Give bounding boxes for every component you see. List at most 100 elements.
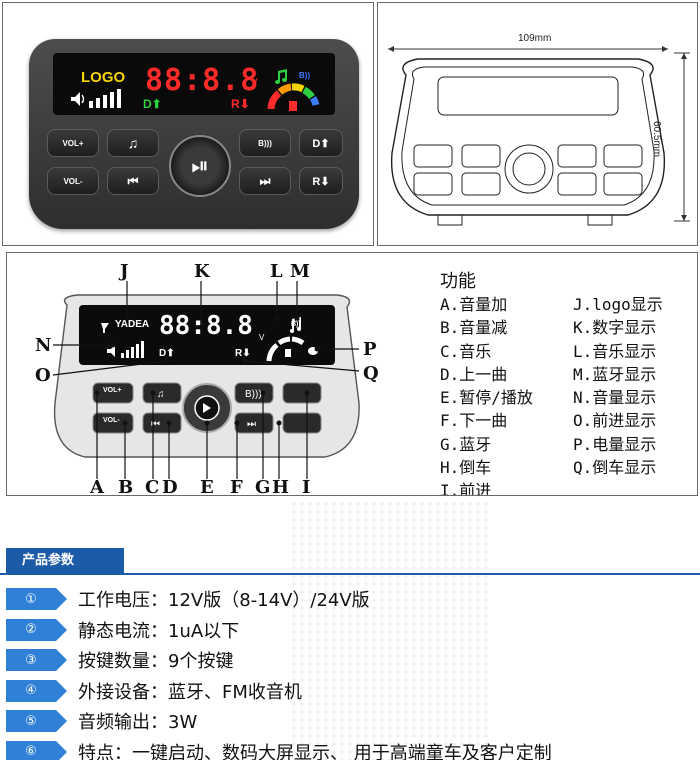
diagram-vol-plus-label: VOL+ xyxy=(103,387,122,394)
svg-text:♫: ♫ xyxy=(157,389,165,400)
legend-item: B.音量减 xyxy=(440,318,508,338)
screen-digits: 88:8.8 xyxy=(145,63,260,98)
spec-text: 特点：一键启动、数码大屏显示、 用于高端童车及客户定制 xyxy=(78,742,552,760)
background-dot-pattern xyxy=(290,500,490,760)
spec-text: 按键数量：9个按键 xyxy=(78,651,234,673)
product-photo-panel: LOGO 88:8.8 V B)) D⬆ R⬇ xyxy=(2,2,374,246)
callout-n: N xyxy=(35,335,52,356)
callout-j: J xyxy=(120,261,129,282)
legend-item: H.倒车 xyxy=(440,458,492,478)
diagram-screen-volt: V xyxy=(259,333,265,342)
diagram-screen-brand: YADEA xyxy=(115,319,150,330)
svg-text:B))): B))) xyxy=(245,389,262,400)
svg-text:⏭: ⏭ xyxy=(247,419,256,430)
spec-number-badge: ③ xyxy=(6,649,67,672)
spec-row: ⑤ 音频输出：3W xyxy=(6,706,552,737)
device-body: LOGO 88:8.8 V B)) D⬆ R⬇ xyxy=(29,39,359,229)
spec-row: ③ 按键数量：9个按键 xyxy=(6,645,552,676)
legend-item: N.音量显示 xyxy=(573,388,657,408)
spec-number-badge: ④ xyxy=(6,679,67,702)
callout-f: F xyxy=(230,477,243,496)
callout-m: M xyxy=(290,261,310,282)
screen-bluetooth: B)) xyxy=(299,71,311,80)
callout-o: O xyxy=(35,365,51,386)
volume-bars-icon xyxy=(71,89,121,108)
legend-display-list: J.logo显示 K.数字显示 L.音乐显示 M.蓝牙显示 N.音量显示 O.前… xyxy=(573,291,663,477)
callout-q: Q xyxy=(363,363,379,384)
labelled-device-diagram: ♫ ⏮ B))) ⏭ xyxy=(52,281,360,479)
dimension-drawing-panel: 109mm 60.5mm xyxy=(377,2,698,246)
callout-i: I xyxy=(302,477,311,496)
callout-b: B xyxy=(118,477,134,496)
spec-number-badge: ⑤ xyxy=(6,710,67,733)
callout-c: C xyxy=(145,477,160,496)
callout-a: A xyxy=(90,477,104,496)
spec-number-badge: ② xyxy=(6,618,67,641)
screen-forward-indicator: D⬆ xyxy=(143,97,162,111)
legend-buttons-list: A.音量加 B.音量减 C.音乐 D.上一曲 E.暂停/播放 F.下一曲 G.蓝… xyxy=(440,291,533,496)
callout-g: G xyxy=(255,477,271,496)
legend-item: J.logo显示 xyxy=(573,295,663,314)
play-pause-button[interactable]: ⏯ xyxy=(169,135,231,197)
diagram-screen-bluetooth: B)) xyxy=(291,321,301,328)
spec-section-title: 产品参数 xyxy=(6,548,124,574)
prev-button[interactable]: ⏮ xyxy=(107,167,159,195)
spec-text: 工作电压：12V版（8-14V）/24V版 xyxy=(78,590,370,612)
screen-volt-unit: V xyxy=(251,77,258,88)
spec-section-header: 产品参数 xyxy=(0,548,700,575)
callout-p: P xyxy=(363,339,377,360)
legend-title: 功能 xyxy=(440,271,476,292)
function-legend-panel: ♫ ⏮ B))) ⏭ xyxy=(6,252,698,496)
callout-l: L xyxy=(270,261,283,282)
forward-button[interactable]: D⬆ xyxy=(299,129,343,157)
diagram-screen-forward: D⬆ xyxy=(159,348,175,359)
callout-k: K xyxy=(194,261,210,282)
legend-item: K.数字显示 xyxy=(573,318,657,338)
music-note-icon xyxy=(275,69,287,84)
spec-divider xyxy=(0,573,700,575)
legend-item: C.音乐 xyxy=(440,341,492,361)
svg-text:⏮: ⏮ xyxy=(151,419,160,430)
legend-item: D.上一曲 xyxy=(440,364,508,384)
spec-text: 外接设备：蓝牙、FM收音机 xyxy=(78,681,302,703)
legend-item: Q.倒车显示 xyxy=(573,458,657,478)
reverse-button[interactable]: R⬇ xyxy=(299,167,343,195)
screen-reverse-indicator: R⬇ xyxy=(231,97,250,111)
spec-text: 音频输出：3W xyxy=(78,712,198,734)
legend-item: P.电量显示 xyxy=(573,434,657,454)
callout-e: E xyxy=(200,477,214,496)
callout-d: D xyxy=(162,477,178,496)
play-pause-icon: ⏯ xyxy=(191,153,209,179)
battery-level-icon xyxy=(267,83,320,111)
legend-item: O.前进显示 xyxy=(573,411,657,431)
spec-row: ② 静态电流：1uA以下 xyxy=(6,615,552,646)
next-button[interactable]: ⏭ xyxy=(239,167,291,195)
spec-row: ⑥ 特点：一键启动、数码大屏显示、 用于高端童车及客户定制 xyxy=(6,737,552,760)
legend-item: L.音乐显示 xyxy=(573,341,657,361)
legend-item: I.前进 xyxy=(440,481,492,496)
music-button[interactable]: ♫ xyxy=(107,129,159,157)
diagram-screen-digits: 88:8.8 xyxy=(159,311,253,341)
legend-item: E.暂停/播放 xyxy=(440,388,533,408)
device-screen: LOGO 88:8.8 V B)) D⬆ R⬇ xyxy=(53,53,335,115)
dimension-outline-drawing xyxy=(388,46,690,226)
spec-number-badge: ⑥ xyxy=(6,740,67,760)
bluetooth-button[interactable]: B))) xyxy=(239,129,291,157)
callout-h: H xyxy=(272,477,290,496)
legend-item: A.音量加 xyxy=(440,295,508,314)
spec-row: ④ 外接设备：蓝牙、FM收音机 xyxy=(6,676,552,707)
screen-logo: LOGO xyxy=(81,69,126,86)
legend-item: M.蓝牙显示 xyxy=(573,364,657,384)
vol-minus-button[interactable]: VOL- xyxy=(47,167,99,195)
width-dimension-label: 109mm xyxy=(518,33,552,44)
spec-list: ① 工作电压：12V版（8-14V）/24V版 ② 静态电流：1uA以下 ③ 按… xyxy=(6,584,552,760)
legend-item: F.下一曲 xyxy=(440,411,508,431)
legend-item: G.蓝牙 xyxy=(440,434,492,454)
height-dimension-label: 60.5mm xyxy=(651,121,662,158)
spec-text: 静态电流：1uA以下 xyxy=(78,620,240,642)
diagram-screen-reverse: R⬇ xyxy=(235,348,251,359)
spec-number-badge: ① xyxy=(6,588,67,611)
vol-plus-button[interactable]: VOL+ xyxy=(47,129,99,157)
spec-row: ① 工作电压：12V版（8-14V）/24V版 xyxy=(6,584,552,615)
diagram-vol-minus-label: VOL- xyxy=(103,417,120,424)
